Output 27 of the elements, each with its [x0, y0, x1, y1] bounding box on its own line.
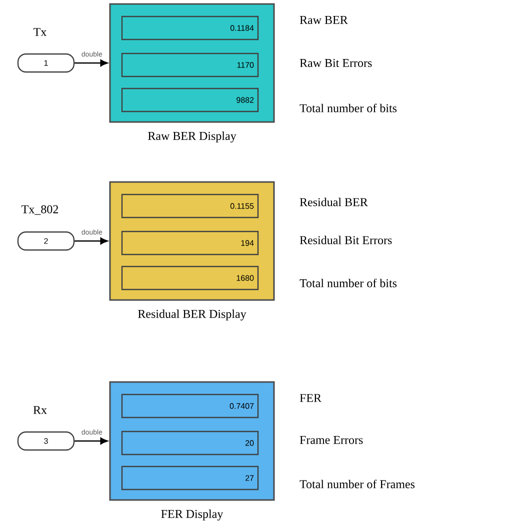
value-field: 1680 [121, 266, 259, 290]
output-label: FER [300, 394, 322, 402]
output-label: Residual BER [300, 198, 368, 206]
output-label: Frame Errors [300, 436, 363, 444]
value-field: 20 [121, 430, 259, 456]
port-name: Rx [33, 406, 47, 414]
value-field: 27 [121, 466, 259, 490]
output-label: Total number of Frames [300, 480, 415, 488]
block-caption: Raw BER Display [148, 132, 236, 142]
output-label: Raw BER [300, 16, 348, 24]
output-label: Total number of bits [300, 278, 397, 288]
arrow [74, 60, 108, 66]
block-caption: Residual BER Display [138, 310, 246, 320]
block-caption: FER Display [161, 510, 224, 520]
value-field: 0.1184 [121, 16, 259, 40]
value-field: 0.1155 [121, 194, 259, 218]
arrow [74, 438, 108, 444]
output-label: Total number of bits [300, 104, 397, 112]
port-name: Tx_802 [22, 205, 58, 215]
value-field: 1170 [121, 52, 259, 78]
arrow [74, 238, 108, 244]
value-field: 0.7407 [121, 394, 259, 418]
output-label: Raw Bit Errors [300, 58, 372, 68]
value-field: 9882 [121, 88, 259, 112]
output-label: Residual Bit Errors [300, 236, 392, 244]
value-field: 194 [121, 230, 259, 256]
port-name: Tx [34, 28, 47, 36]
